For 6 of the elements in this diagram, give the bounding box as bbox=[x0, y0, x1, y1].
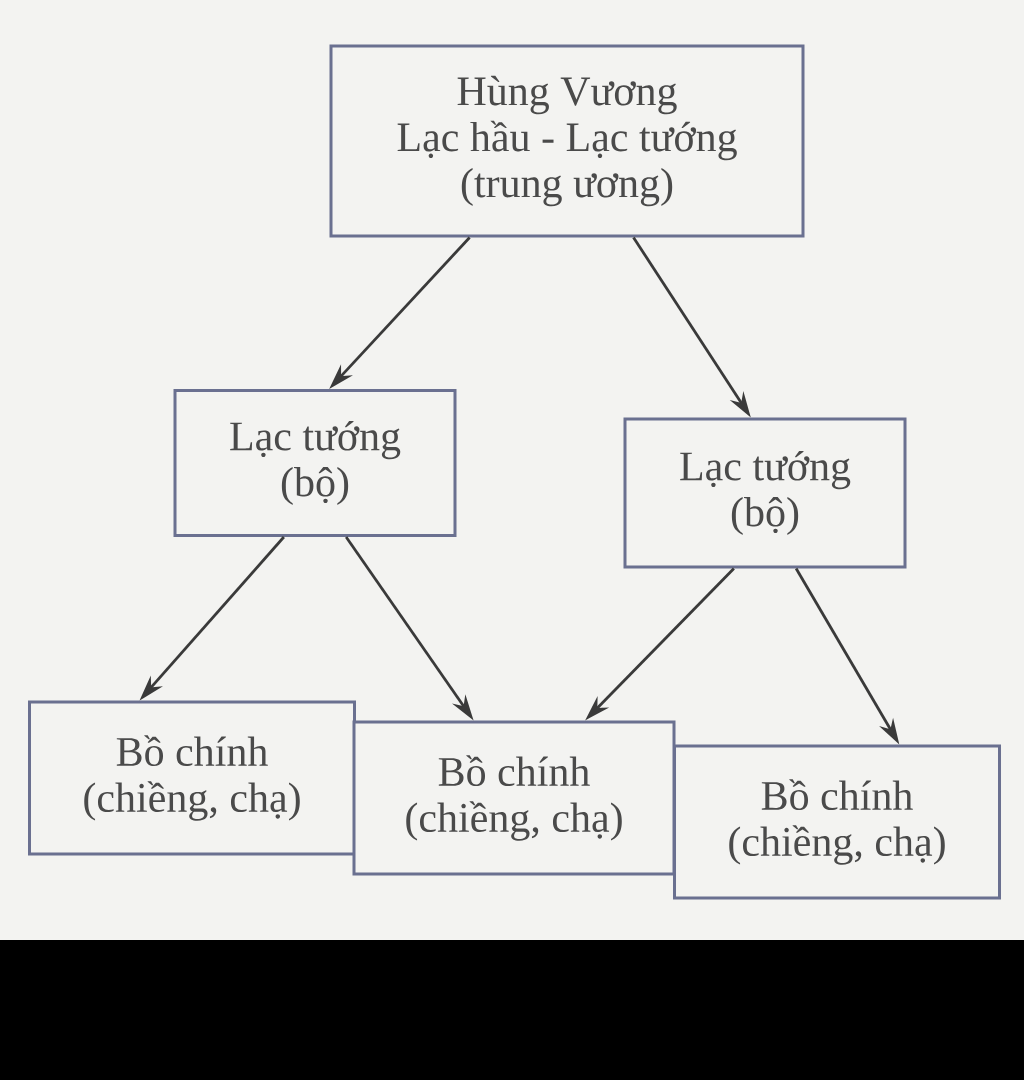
hierarchy-box: Bồ chính (chiềng, chạ) bbox=[673, 744, 1001, 900]
hierarchy-box: Bồ chính (chiềng, chạ) bbox=[28, 700, 356, 856]
hierarchy-box: Hùng Vương Lạc hầu - Lạc tướng (trung ương) bbox=[329, 44, 805, 238]
hierarchy-box: Lạc tướng (bộ) bbox=[623, 417, 907, 569]
hierarchy-box: Lạc tướng (bộ) bbox=[173, 389, 457, 537]
hierarchy-box: Bồ chính (chiềng, chạ) bbox=[352, 720, 676, 876]
